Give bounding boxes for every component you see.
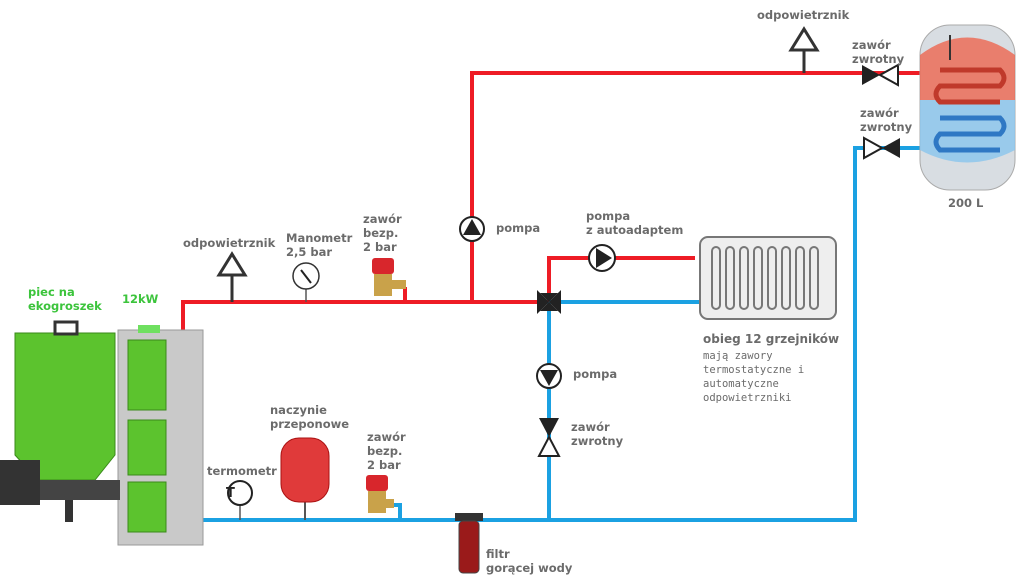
safety-valve-bottom-icon xyxy=(366,475,394,513)
label-tank: 200 L xyxy=(948,196,984,210)
label-vent-top: odpowietrznik xyxy=(757,8,850,22)
air-vent-top-icon xyxy=(788,26,820,73)
label-check-valve-top: zawór zwrotny xyxy=(852,38,905,66)
label-safety-valve-top: zawór bezp. 2 bar xyxy=(363,212,402,254)
label-check-valve-mid: zawór zwrotny xyxy=(571,420,624,448)
thermometer-symbol: T xyxy=(226,486,235,501)
label-filter: filtr gorącej wody xyxy=(486,547,573,575)
thermometer-icon xyxy=(227,480,253,520)
label-boiler-power: 12kW xyxy=(122,292,159,306)
water-filter-icon xyxy=(455,513,483,574)
radiator xyxy=(699,236,837,320)
label-manometer: Manometr 2,5 bar xyxy=(286,231,353,259)
pump-supply-icon xyxy=(459,216,485,242)
label-pump-supply: pompa xyxy=(496,221,541,235)
label-safety-valve-bottom: zawór bezp. 2 bar xyxy=(367,430,406,472)
mixing-valve-icon xyxy=(537,290,561,314)
label-expansion-vessel: naczynie przeponowe xyxy=(270,403,350,431)
air-vent-boiler-icon xyxy=(216,251,248,302)
label-boiler-name: piec na ekogroszek xyxy=(28,285,102,313)
manometer-icon xyxy=(292,262,320,302)
check-valve-mid-icon xyxy=(537,418,561,457)
hot-water-tank xyxy=(919,24,1016,191)
label-vent-boiler: odpowietrznik xyxy=(183,236,276,250)
label-pump-auto: pompa z autoadaptem xyxy=(586,209,684,237)
label-radiator-circuit: obieg 12 grzejników xyxy=(703,332,840,346)
pump-auto-icon xyxy=(588,244,616,272)
expansion-vessel-icon xyxy=(280,437,330,520)
label-pump-return: pompa xyxy=(573,367,618,381)
safety-valve-top-icon xyxy=(372,258,406,296)
boiler xyxy=(0,320,204,546)
pump-return-icon xyxy=(536,363,562,389)
label-check-valve-return: zawór zwrotny xyxy=(860,106,913,134)
check-valve-top-icon xyxy=(862,63,899,87)
label-radiator-note: mają zawory termostatyczne i automatyczn… xyxy=(703,350,805,404)
check-valve-return-icon xyxy=(863,136,900,160)
label-thermometer: termometr xyxy=(207,464,277,478)
